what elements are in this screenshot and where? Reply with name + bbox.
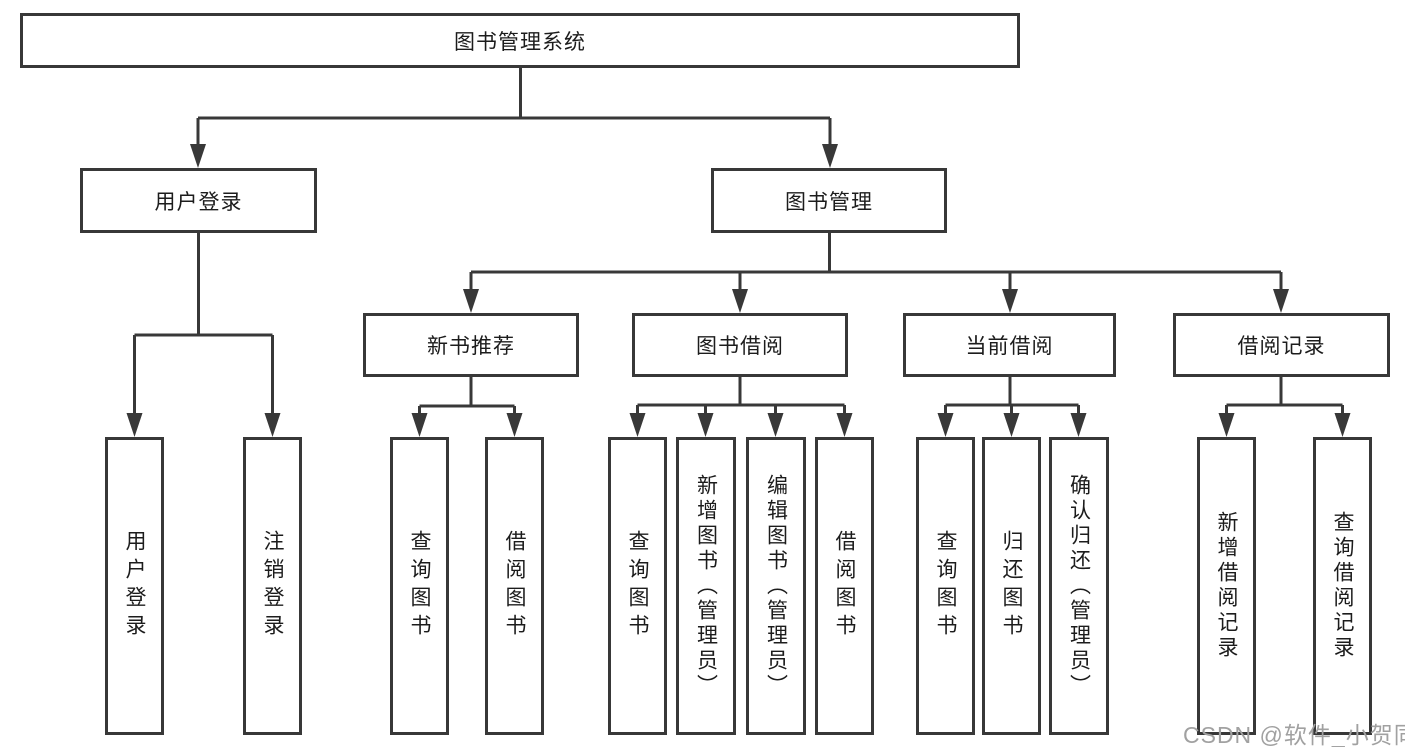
connector-paths	[133, 68, 1344, 414]
leaf-logout: 注销登录	[243, 437, 302, 735]
leaf-return-books-label: 归还图书	[1000, 530, 1023, 642]
leaf-add-borrow-record: 新增借阅记录	[1197, 437, 1256, 735]
leaf-add-borrow-record-label: 新增借阅记录	[1215, 511, 1238, 661]
leaf-confirm-return-admin: 确认归还（管理员）	[1049, 437, 1109, 735]
node-library-management-system: 图书管理系统	[20, 13, 1020, 68]
leaf-add-books-admin-label: 新增图书（管理员）	[694, 473, 718, 699]
node-user-login: 用户登录	[80, 168, 317, 233]
leaf-user-login: 用户登录	[105, 437, 164, 735]
leaf-query-books-borrow-label: 查询图书	[626, 530, 649, 642]
node-new-book-recommend: 新书推荐	[363, 313, 579, 377]
leaf-logout-label: 注销登录	[261, 530, 284, 642]
node-book-borrow: 图书借阅	[632, 313, 848, 377]
leaf-edit-books-admin: 编辑图书（管理员）	[746, 437, 806, 735]
leaf-confirm-return-admin-label: 确认归还（管理员）	[1067, 473, 1091, 699]
csdn-watermark: CSDN @软件_小贺同学	[1183, 722, 1405, 747]
leaf-query-borrow-record: 查询借阅记录	[1313, 437, 1372, 735]
leaf-query-books-borrow: 查询图书	[608, 437, 667, 735]
arrowheads	[126, 144, 1351, 437]
leaf-add-books-admin: 新增图书（管理员）	[676, 437, 736, 735]
node-book-management: 图书管理	[711, 168, 947, 233]
leaf-return-books: 归还图书	[982, 437, 1041, 735]
leaf-user-login-label: 用户登录	[123, 530, 146, 642]
leaf-query-books-current: 查询图书	[916, 437, 975, 735]
leaf-query-books-recommend: 查询图书	[390, 437, 449, 735]
leaf-query-books-current-label: 查询图书	[934, 530, 957, 642]
node-current-borrow: 当前借阅	[903, 313, 1116, 377]
leaf-borrow-books: 借阅图书	[815, 437, 874, 735]
leaf-borrow-books-label: 借阅图书	[833, 530, 856, 642]
node-borrow-records: 借阅记录	[1173, 313, 1390, 377]
leaf-query-borrow-record-label: 查询借阅记录	[1331, 511, 1354, 661]
leaf-query-books-recommend-label: 查询图书	[408, 530, 431, 642]
leaf-borrow-books-recommend: 借阅图书	[485, 437, 544, 735]
leaf-edit-books-admin-label: 编辑图书（管理员）	[764, 473, 788, 699]
leaf-borrow-books-recommend-label: 借阅图书	[503, 530, 526, 642]
